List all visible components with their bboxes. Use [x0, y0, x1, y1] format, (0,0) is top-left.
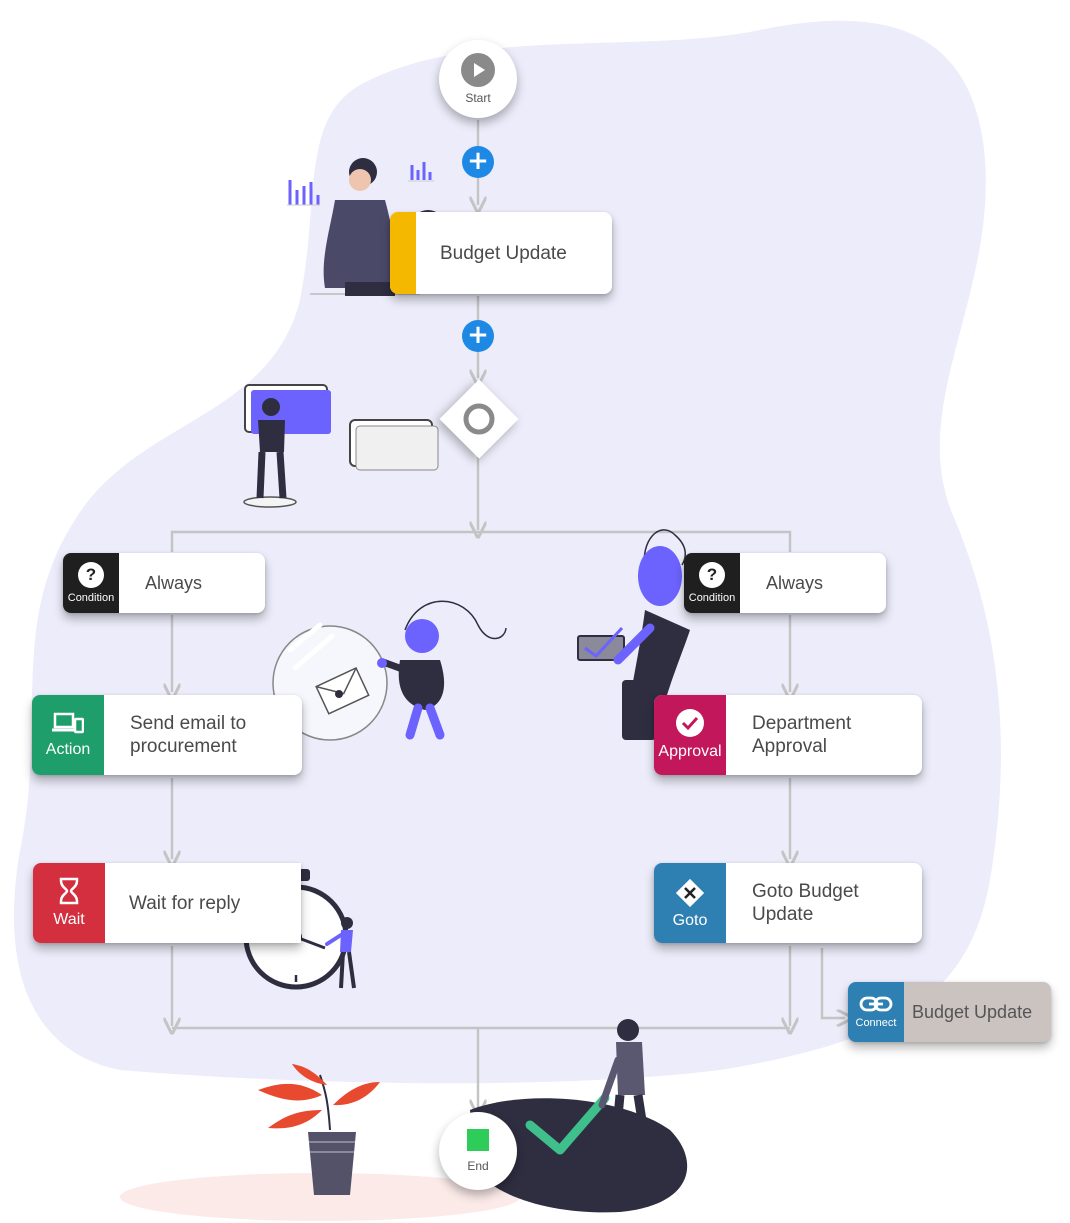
- devices-icon: [52, 712, 84, 734]
- close-diamond-icon: [675, 878, 705, 908]
- approval-tab-label: Approval: [658, 743, 722, 760]
- action-label: Send email to procurement: [130, 713, 247, 757]
- condition-tab-label: Condition: [67, 592, 115, 604]
- end-label: End: [467, 1159, 489, 1173]
- connect-node[interactable]: Connect Budget Update: [848, 982, 1051, 1042]
- connect-label: Budget Update: [912, 1001, 1033, 1022]
- start-node[interactable]: Start: [439, 40, 517, 118]
- add-step-button[interactable]: +: [462, 320, 494, 352]
- gateway-diamond-icon[interactable]: [439, 379, 519, 459]
- approval-label: Department Approval: [752, 713, 852, 757]
- approval-tab: Approval: [654, 695, 726, 775]
- hourglass-icon: [59, 877, 79, 905]
- question-icon: ?: [699, 562, 725, 588]
- floor-shadow: [120, 1173, 520, 1221]
- wait-node[interactable]: Wait Wait for reply: [33, 863, 301, 943]
- action-tab-label: Action: [45, 741, 91, 758]
- stop-square-icon: [467, 1129, 489, 1151]
- connect-tab-label: Connect: [855, 1017, 897, 1029]
- budget-node-tab: [390, 212, 416, 294]
- question-icon: ?: [78, 562, 104, 588]
- plant-illustration: [258, 1064, 380, 1195]
- condition-tab: ? Condition: [63, 553, 119, 613]
- end-node[interactable]: End: [439, 1112, 517, 1190]
- start-label: Start: [465, 91, 491, 105]
- condition-node-right[interactable]: ? Condition Always: [684, 553, 886, 613]
- plus-icon: +: [467, 320, 489, 350]
- laptop-illustration: [577, 529, 690, 740]
- success-illustration: [470, 1019, 688, 1213]
- check-circle-icon: [676, 709, 704, 737]
- wait-label: Wait for reply: [129, 892, 241, 914]
- budget-update-node[interactable]: Budget Update: [390, 212, 612, 294]
- condition-label: Always: [766, 572, 824, 593]
- condition-label: Always: [145, 572, 203, 593]
- condition-tab: ? Condition: [684, 553, 740, 613]
- approval-node[interactable]: Approval Department Approval: [654, 695, 922, 775]
- action-node[interactable]: Action Send email to procurement: [32, 695, 302, 775]
- connect-tab: Connect: [848, 982, 904, 1042]
- wait-tab-label: Wait: [53, 911, 85, 928]
- goto-tab: Goto: [654, 863, 726, 943]
- wait-tab: Wait: [33, 863, 105, 943]
- budget-update-label: Budget Update: [440, 242, 567, 264]
- goto-label: Goto Budget Update: [752, 881, 859, 925]
- link-icon: [859, 996, 893, 1012]
- plus-icon: +: [467, 146, 489, 176]
- condition-node-left[interactable]: ? Condition Always: [63, 553, 265, 613]
- action-tab: Action: [32, 695, 104, 775]
- connector-lines: [172, 120, 845, 1108]
- goto-node[interactable]: Goto Goto Budget Update: [654, 863, 922, 943]
- background-blob: [13, 20, 1001, 1084]
- add-step-button[interactable]: +: [462, 146, 494, 178]
- board-illustration: [243, 384, 439, 508]
- condition-tab-label: Condition: [688, 592, 736, 604]
- goto-tab-label: Goto: [672, 912, 708, 929]
- play-icon: [461, 53, 495, 87]
